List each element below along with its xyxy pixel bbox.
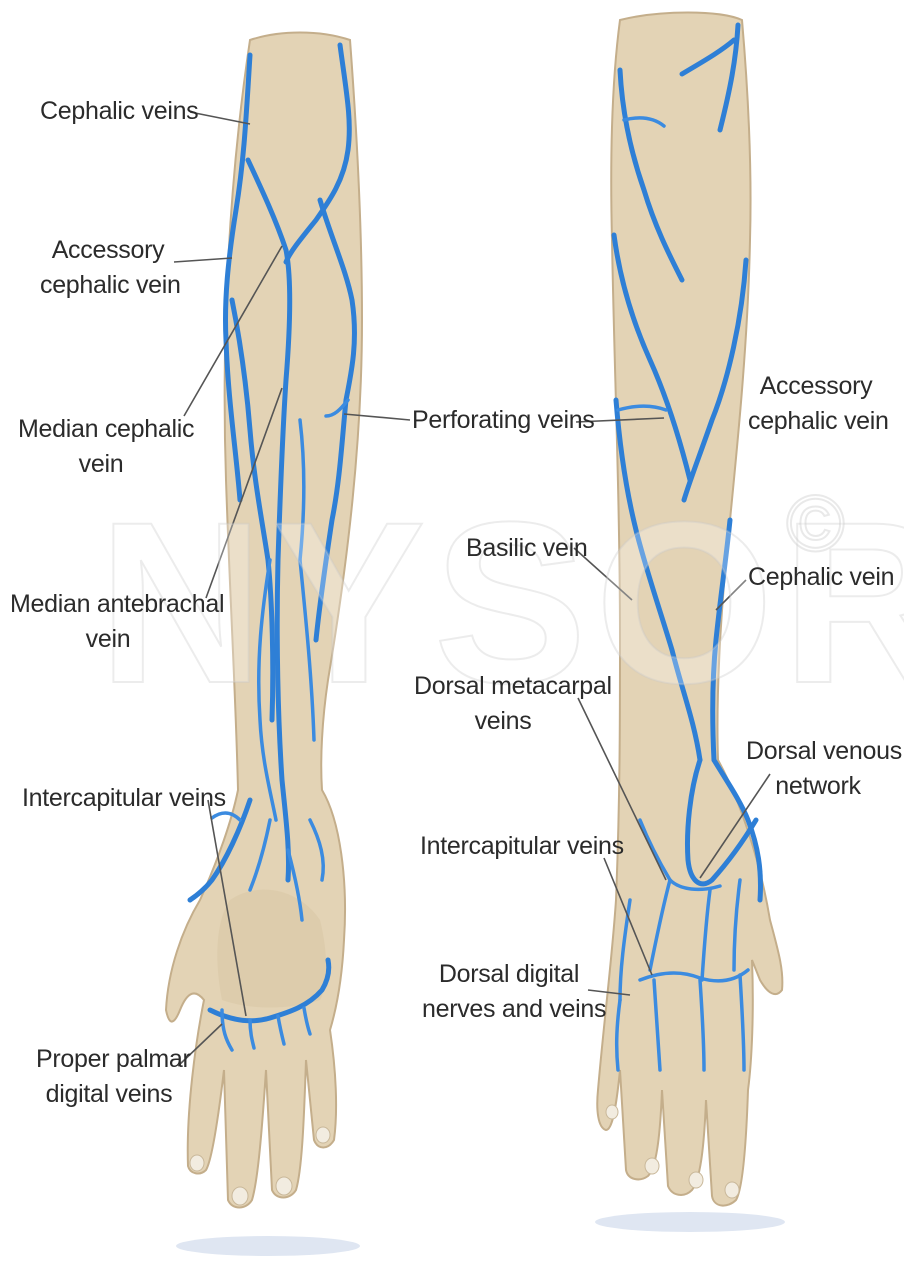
label-proper-palmar-1: Proper palmar	[36, 1045, 191, 1073]
left-nail-3	[231, 1186, 249, 1206]
right-nail-3	[688, 1171, 704, 1189]
watermark-copyright-icon: ©	[785, 478, 846, 569]
right-nail-1	[605, 1104, 619, 1120]
label-median-cephalic-2: vein	[78, 450, 124, 478]
label-accessory-cephalic-right-1: Accessory	[759, 372, 873, 400]
watermark-text: NYSORA	[97, 473, 904, 732]
label-cephalic-vein: Cephalic vein	[748, 563, 895, 591]
label-basilic-vein: Basilic vein	[466, 534, 588, 562]
label-intercapitular-left: Intercapitular veins	[22, 784, 226, 812]
right-arm	[596, 11, 784, 1207]
label-cephalic-veins: Cephalic veins	[40, 97, 199, 125]
left-nail-4	[189, 1154, 205, 1172]
right-hand-shadow	[595, 1212, 785, 1232]
right-nail-4	[724, 1181, 740, 1199]
label-accessory-cephalic-left-2: cephalic vein	[40, 271, 181, 299]
right-nail-2	[644, 1157, 660, 1175]
label-perforating-veins: Perforating veins	[412, 406, 595, 434]
label-median-antebrachal-1: Median antebrachal	[10, 590, 225, 618]
left-veins	[187, 42, 357, 1052]
label-accessory-cephalic-left-1: Accessory	[51, 236, 165, 264]
left-nail-1	[315, 1126, 331, 1144]
label-median-antebrachal-2: vein	[85, 625, 131, 653]
label-proper-palmar-2: digital veins	[45, 1080, 173, 1108]
label-dorsal-digital-1: Dorsal digital	[438, 960, 580, 988]
left-hand-shadow	[176, 1236, 360, 1256]
left-nail-2	[275, 1176, 293, 1196]
label-accessory-cephalic-right-2: cephalic vein	[748, 407, 889, 435]
label-median-cephalic-1: Median cephalic	[18, 415, 195, 443]
label-intercapitular-right: Intercapitular veins	[420, 832, 624, 860]
label-dorsal-venous-1: Dorsal venous	[746, 737, 902, 765]
label-dorsal-metacarpal-1: Dorsal metacarpal	[414, 672, 612, 700]
label-dorsal-metacarpal-2: veins	[474, 707, 532, 735]
leader-lines	[173, 111, 771, 1067]
left-arm	[164, 31, 364, 1209]
left-palm-shade	[217, 889, 327, 1008]
right-veins	[611, 22, 763, 1072]
label-dorsal-digital-2: nerves and veins	[422, 995, 607, 1023]
label-dorsal-venous-2: network	[775, 772, 861, 800]
